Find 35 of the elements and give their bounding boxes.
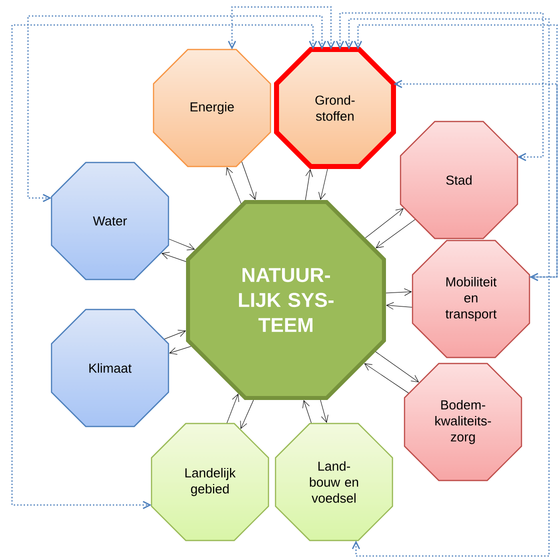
arrow (164, 330, 186, 340)
arrow (305, 169, 313, 200)
octagon-node: Grond- stoffen (274, 47, 396, 169)
arrow (226, 394, 240, 424)
arrow (320, 400, 328, 423)
arrow (394, 80, 558, 278)
arrow (240, 400, 254, 429)
arrow (375, 352, 419, 382)
arrow (336, 12, 544, 162)
arrow (365, 208, 404, 238)
octagon-node: Stad (400, 120, 518, 240)
arrow (302, 400, 312, 424)
arrow (344, 18, 550, 557)
octagon-node: NATUUR- LIJK SYS- TEEM (186, 200, 386, 400)
arrow (354, 24, 558, 282)
octagon-node: Mobiliteit en transport (412, 240, 530, 358)
arrow (27, 15, 326, 202)
arrow (386, 288, 412, 296)
arrow (386, 302, 412, 310)
arrow (364, 363, 409, 394)
octagon-node: Water (50, 162, 170, 280)
arrow (162, 252, 186, 262)
arrow (318, 168, 328, 200)
arrow (11, 24, 318, 510)
arrow (168, 238, 195, 250)
octagon-node: Energie (152, 48, 272, 168)
arrow (228, 6, 336, 50)
octagon-node: Klimaat (50, 308, 170, 428)
arrow (226, 167, 242, 204)
octagon-node: Land- bouw en voedsel (274, 422, 394, 542)
arrow (169, 346, 192, 355)
arrow (376, 219, 416, 248)
arrow (242, 162, 256, 200)
octagon-node: Landelijk gebied (150, 422, 270, 542)
octagon-node: Bodem- kwaliteits- zorg (404, 362, 522, 482)
